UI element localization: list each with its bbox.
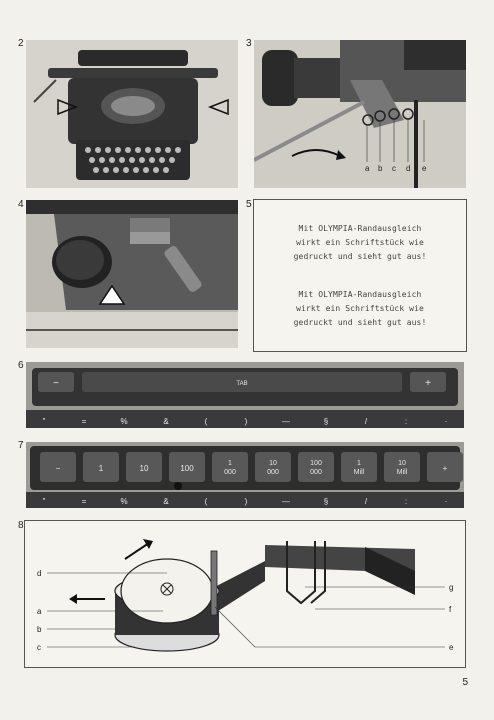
figure-number-8: 8	[18, 520, 24, 531]
decimal-tab-key-6	[298, 452, 334, 482]
key-colon: :	[405, 497, 407, 506]
key-percent: %	[120, 497, 127, 506]
sample-line-5: wirkt ein Schriftstück wie	[296, 304, 424, 313]
figure-number-6: 6	[18, 360, 24, 371]
figure-number-3: 3	[246, 38, 252, 49]
key-dot: ·	[445, 497, 448, 506]
key-slash: /	[365, 497, 368, 506]
figure-2-typewriter-photo	[26, 40, 238, 188]
tab-plus-key: +	[425, 378, 431, 389]
decimal-tab-key-1	[83, 452, 119, 482]
decimal-tab-key-7	[341, 452, 377, 482]
fig3-callout-e: e	[422, 164, 427, 173]
key-paren-close: )	[245, 417, 248, 426]
decimal-tab-key-label-0: −	[56, 464, 61, 473]
tab-key: TAB	[236, 381, 247, 387]
key-percent: %	[120, 417, 127, 426]
key-quote: "	[43, 497, 46, 506]
fig8-callout-f: f	[449, 605, 452, 614]
decimal-tab-key-4	[212, 452, 248, 482]
key-quote: "	[43, 417, 46, 426]
key-paren-close: )	[245, 497, 248, 506]
decimal-tab-key-5	[255, 452, 291, 482]
figure-number-4: 4	[18, 199, 24, 210]
key-dash: —	[282, 497, 290, 506]
key-colon: :	[405, 417, 407, 426]
fig8-callout-e: e	[449, 643, 454, 652]
fig8-callout-d: d	[37, 569, 41, 578]
key-section: §	[324, 497, 328, 506]
key-paren-open: (	[205, 417, 208, 426]
fig3-callout-b: b	[378, 164, 383, 173]
key-paren-open: (	[205, 497, 208, 506]
figure-6-tab-keys-photo: − TAB + " = % & ( ) — § / : ·	[26, 362, 464, 428]
decimal-tab-key-9	[427, 452, 463, 482]
sample-line-3: gedruckt und sieht gut aus!	[293, 252, 427, 261]
figure-5-text-sample: Mit OLYMPIA-Randausgleich wirkt ein Schr…	[253, 199, 467, 352]
key-dash: —	[282, 417, 290, 426]
key-ampersand: &	[163, 497, 169, 506]
fig8-callout-c: c	[37, 643, 41, 652]
key-equals: =	[82, 417, 87, 426]
decimal-tab-key-label-9: +	[443, 464, 448, 473]
tab-minus-key: −	[53, 378, 59, 389]
figure-4-knob-photo	[26, 200, 238, 348]
sample-line-4: Mit OLYMPIA-Randausgleich	[298, 290, 422, 299]
page-number: 5	[462, 677, 468, 688]
figure-number-5: 5	[246, 199, 252, 210]
decimal-tab-key-label-1: 1	[99, 464, 104, 473]
figure-3-margin-lever-photo: a b c d e	[254, 40, 466, 188]
decimal-tab-key-label-3: 100	[180, 464, 194, 473]
decimal-tab-key-8	[384, 452, 420, 482]
sample-line-6: gedruckt und sieht gut aus!	[293, 318, 427, 327]
fig8-callout-g: g	[449, 583, 453, 592]
fig3-callout-c: c	[392, 164, 396, 173]
fig3-callout-a: a	[365, 164, 370, 173]
key-section: §	[324, 417, 328, 426]
decimal-tab-key-2	[126, 452, 162, 482]
key-dot: ·	[445, 417, 448, 426]
figure-number-2: 2	[18, 38, 24, 49]
sample-line-1: Mit OLYMPIA-Randausgleich	[298, 224, 422, 233]
sample-line-2: wirkt ein Schriftstück wie	[296, 238, 424, 247]
key-equals: =	[82, 497, 87, 506]
figure-8-ribbon-diagram: d a b c g f e	[24, 520, 466, 668]
fig8-callout-a: a	[37, 607, 42, 616]
fig3-callout-d: d	[406, 164, 410, 173]
figure-number-7: 7	[18, 440, 24, 451]
key-ampersand: &	[163, 417, 169, 426]
decimal-tab-key-0	[40, 452, 76, 482]
key-slash: /	[365, 417, 368, 426]
fig8-callout-b: b	[37, 625, 42, 634]
decimal-tab-key-label-2: 10	[140, 464, 149, 473]
decimal-tab-key-3	[169, 452, 205, 482]
